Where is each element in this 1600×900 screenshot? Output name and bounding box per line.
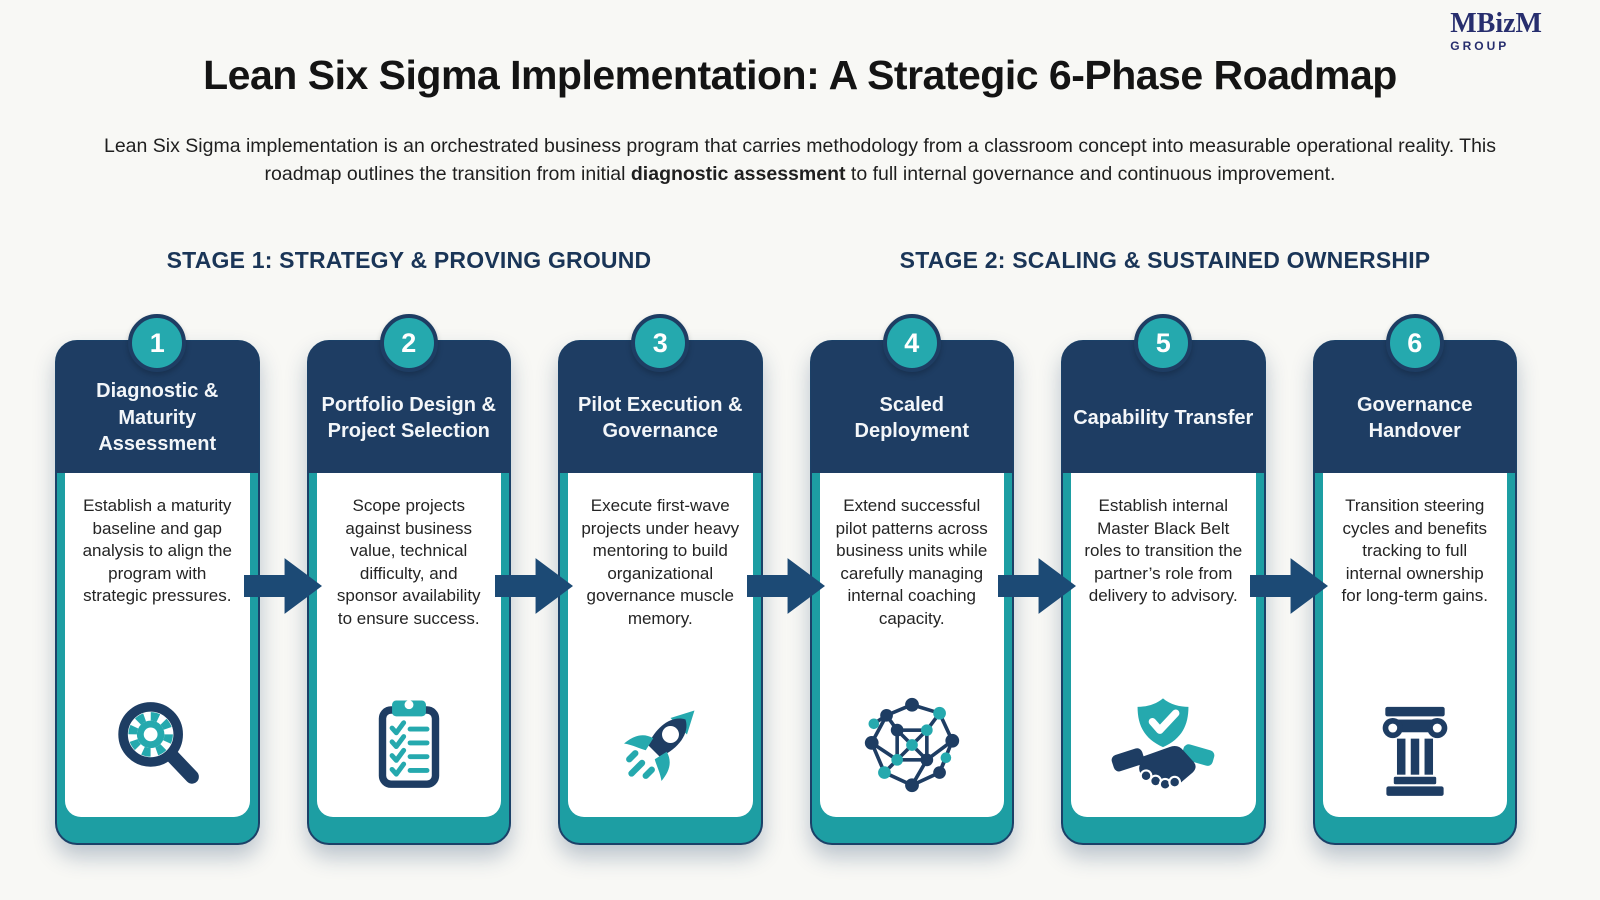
phase-2-number-badge: 2 [379, 314, 438, 372]
intro-paragraph: Lean Six Sigma implementation is an orch… [80, 133, 1520, 189]
stage-2-header: STAGE 2: SCALING & SUSTAINED OWNERSHIP [899, 247, 1431, 273]
logo-subtext: GROUP [1450, 39, 1510, 53]
phase-6-number-badge: 6 [1385, 314, 1444, 372]
pillar-icon [1361, 689, 1469, 801]
phase-4-number-badge: 4 [882, 314, 941, 372]
phase-3-number-badge: 3 [631, 314, 690, 372]
phase-1-body: Establish a maturity baseline and gap an… [65, 473, 250, 817]
phase-card-6: 6 Governance Handover Transition steerin… [1312, 314, 1517, 845]
phase-1-description: Establish a maturity baseline and gap an… [82, 496, 232, 606]
intro-text-tail: to full internal governance and continuo… [845, 162, 1336, 185]
phase-4-description: Extend successful pilot patterns across … [835, 496, 988, 629]
search-gear-icon [103, 689, 211, 801]
handshake-shield-icon [1109, 689, 1217, 801]
phase-card-1: 1 Diagnostic & Maturity Assessment Estab… [55, 314, 260, 845]
phase-4-body: Extend successful pilot patterns across … [819, 473, 1004, 817]
page-title: Lean Six Sigma Implementation: A Strateg… [203, 52, 1397, 98]
phase-card-5: 5 Capability Transfer Establish internal… [1061, 314, 1266, 845]
phase-5-title: Capability Transfer [1062, 341, 1265, 473]
phase-card-3: 3 Pilot Execution & Governance Execute f… [558, 314, 763, 845]
phase-6-body: Transition steering cycles and benefits … [1322, 473, 1507, 817]
phase-3-title: Pilot Execution & Governance [559, 341, 762, 473]
phase-3-description: Execute first-wave projects under heavy … [581, 496, 740, 629]
phase-2-body: Scope projects against business value, t… [316, 473, 501, 817]
phase-card-2: 2 Portfolio Design & Project Selection S… [306, 314, 511, 845]
company-logo: MBizM GROUP [1450, 8, 1542, 53]
phase-5-body: Establish internal Master Black Belt rol… [1071, 473, 1256, 817]
network-icon [858, 689, 966, 801]
clipboard-checklist-icon [355, 689, 463, 801]
phase-cards-row: 1 Diagnostic & Maturity Assessment Estab… [55, 314, 1517, 845]
intro-text-lead: Lean Six Sigma implementation is an orch… [103, 135, 1497, 185]
phase-5-number-badge: 5 [1134, 314, 1193, 372]
logo-name: MBizM [1450, 8, 1542, 39]
phase-5-description: Establish internal Master Black Belt rol… [1084, 496, 1243, 606]
phase-card-4: 4 Scaled Deployment Extend successful pi… [809, 314, 1014, 845]
phase-6-description: Transition steering cycles and benefits … [1341, 496, 1488, 606]
phase-2-description: Scope projects against business value, t… [336, 496, 481, 629]
intro-text-bold: diagnostic assessment [630, 162, 846, 185]
stage-1-header: STAGE 1: STRATEGY & PROVING GROUND [166, 247, 652, 273]
rocket-icon [606, 689, 714, 801]
phase-3-body: Execute first-wave projects under heavy … [568, 473, 753, 817]
phase-1-number-badge: 1 [128, 314, 187, 372]
